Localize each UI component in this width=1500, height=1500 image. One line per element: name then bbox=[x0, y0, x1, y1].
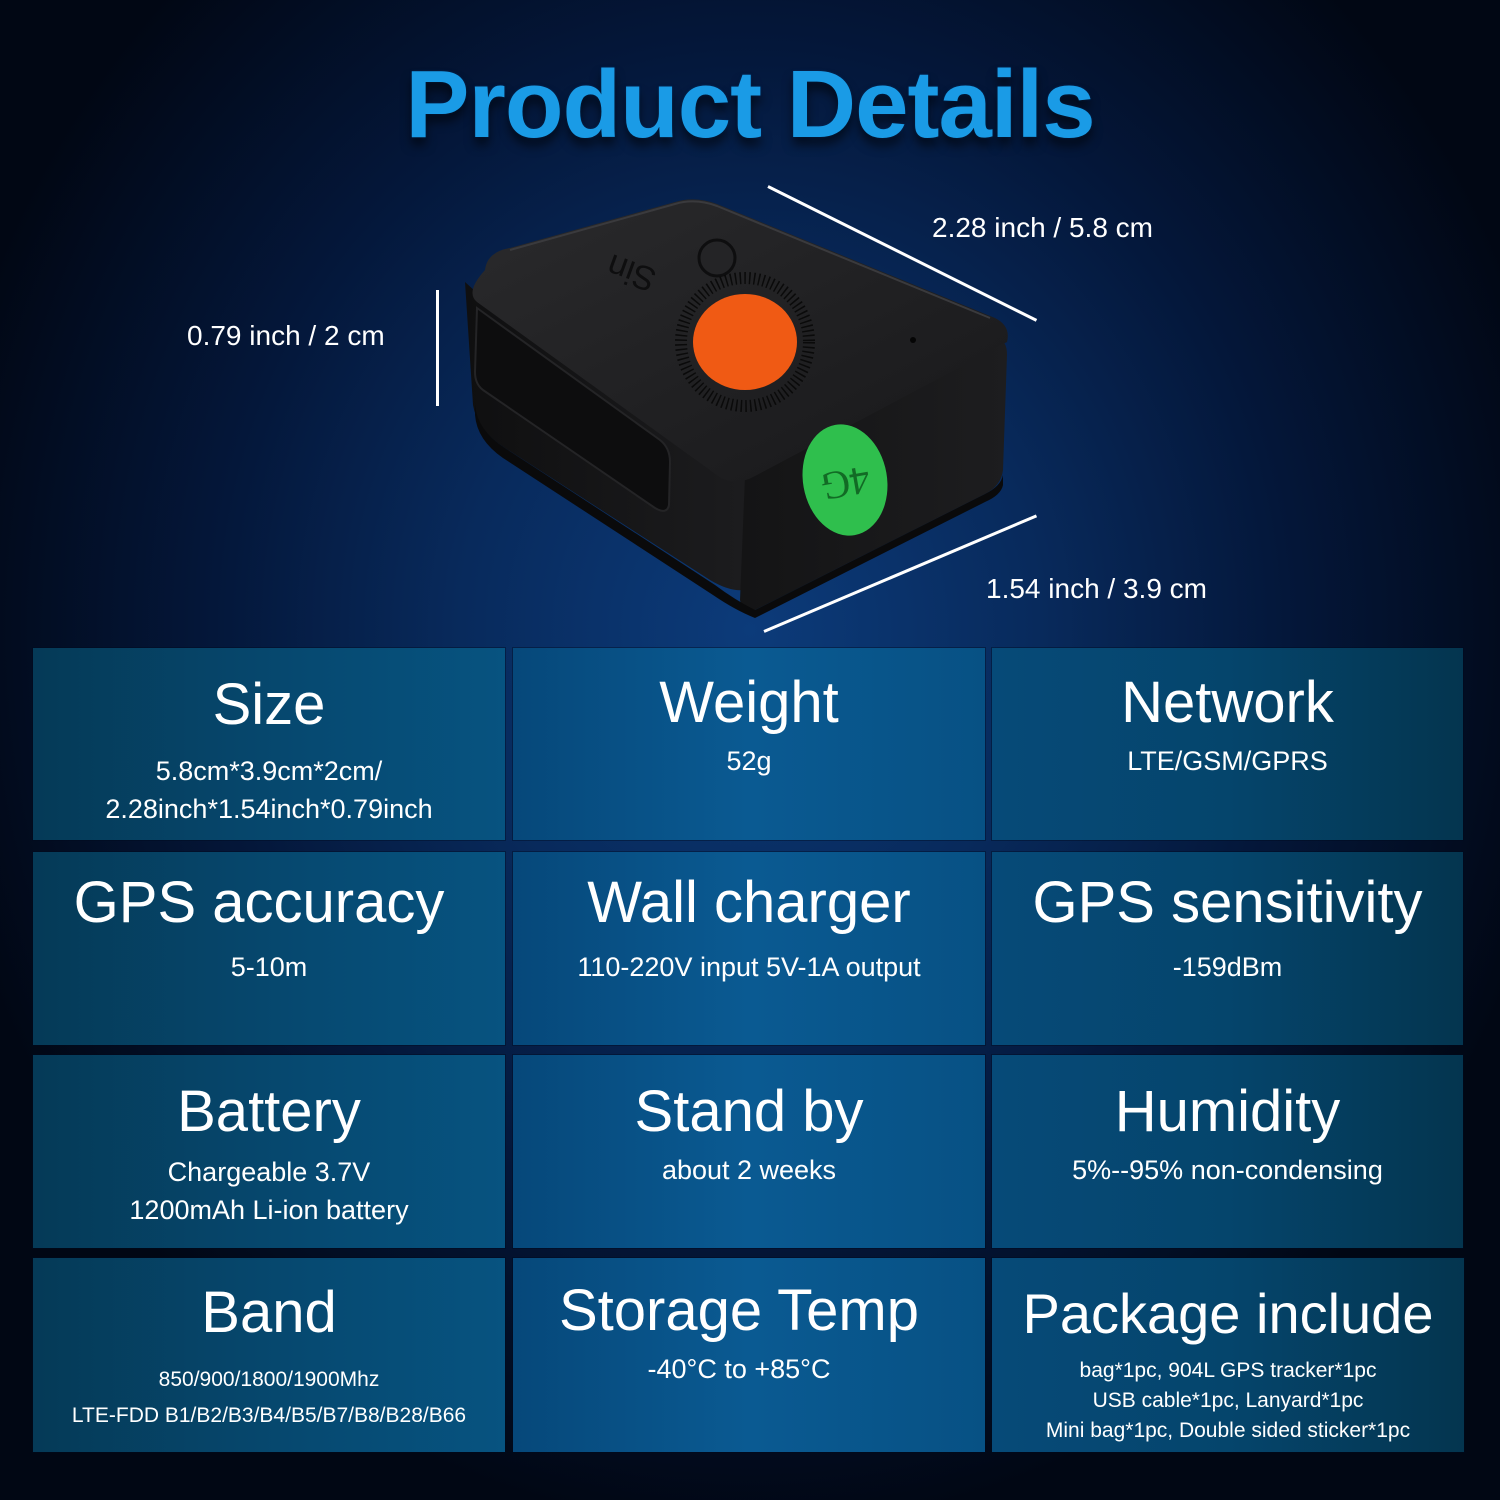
spec-value: 850/900/1800/1900Mhz bbox=[158, 1368, 380, 1391]
spec-value: 5-10m bbox=[230, 952, 308, 982]
spec-card-storage-temp: Storage Temp -40°C to +85°C bbox=[513, 1258, 985, 1452]
gps-tracker-image: Sin 4G bbox=[455, 190, 1035, 640]
page-title: Product Details bbox=[405, 51, 1095, 158]
spec-value: -159dBm bbox=[1172, 952, 1283, 982]
spec-value: Mini bag*1pc, Double sided sticker*1pc bbox=[1045, 1419, 1411, 1442]
spec-title: Network bbox=[1121, 670, 1334, 735]
spec-card-gps-accuracy: GPS accuracy 5-10m bbox=[33, 852, 505, 1045]
spec-value: LTE-FDD B1/B2/B3/B4/B5/B7/B8/B28/B66 bbox=[71, 1404, 467, 1427]
height-dimension-line bbox=[436, 290, 439, 406]
spec-title: GPS sensitivity bbox=[1032, 870, 1423, 935]
spec-value: 5.8cm*3.9cm*2cm/ bbox=[155, 756, 383, 786]
spec-title: Weight bbox=[659, 670, 839, 735]
spec-value: about 2 weeks bbox=[661, 1155, 837, 1185]
spec-card-stand-by: Stand by about 2 weeks bbox=[513, 1055, 985, 1248]
spec-title: Battery bbox=[177, 1079, 361, 1144]
spec-value: Chargeable 3.7V bbox=[167, 1157, 371, 1187]
spec-title: Band bbox=[201, 1280, 337, 1345]
spec-value: -40°C to +85°C bbox=[647, 1354, 831, 1384]
spec-card-gps-sensitivity: GPS sensitivity -159dBm bbox=[992, 852, 1463, 1045]
spec-title: Humidity bbox=[1114, 1079, 1341, 1144]
4g-badge bbox=[802, 424, 888, 536]
spec-card-band: Band 850/900/1800/1900Mhz LTE-FDD B1/B2/… bbox=[33, 1258, 505, 1452]
spec-card-size: Size 5.8cm*3.9cm*2cm/ 2.28inch*1.54inch*… bbox=[33, 648, 505, 840]
spec-title: Package include bbox=[1022, 1282, 1434, 1345]
spec-value: 5%--95% non-condensing bbox=[1072, 1155, 1383, 1185]
spec-card-battery: Battery Chargeable 3.7V 1200mAh Li-ion b… bbox=[33, 1055, 505, 1248]
spec-card-package-include: Package include bag*1pc, 904L GPS tracke… bbox=[992, 1258, 1464, 1452]
spec-title: Stand by bbox=[634, 1079, 864, 1144]
svg-text:4G: 4G bbox=[818, 457, 874, 510]
spec-value: 110-220V input 5V-1A output bbox=[577, 952, 921, 982]
spec-title: Storage Temp bbox=[558, 1278, 920, 1343]
spec-title: Size bbox=[212, 672, 326, 737]
height-dimension-label: 0.79 inch / 2 cm bbox=[187, 320, 385, 351]
spec-value: LTE/GSM/GPRS bbox=[1127, 746, 1328, 776]
spec-value: USB cable*1pc, Lanyard*1pc bbox=[1092, 1389, 1364, 1412]
spec-value: bag*1pc, 904L GPS tracker*1pc bbox=[1079, 1359, 1377, 1382]
length-dimension-label: 2.28 inch / 5.8 cm bbox=[932, 212, 1154, 243]
spec-card-humidity: Humidity 5%--95% non-condensing bbox=[992, 1055, 1463, 1248]
spec-title: Wall charger bbox=[587, 870, 911, 935]
spec-value: 2.28inch*1.54inch*0.79inch bbox=[105, 794, 433, 824]
width-dimension-label: 1.54 inch / 3.9 cm bbox=[986, 573, 1208, 604]
spec-value: 52g bbox=[726, 746, 772, 776]
spec-value: 1200mAh Li-ion battery bbox=[129, 1195, 409, 1225]
spec-card-wall-charger: Wall charger 110-220V input 5V-1A output bbox=[513, 852, 985, 1045]
sos-button bbox=[693, 294, 797, 390]
spec-title: GPS accuracy bbox=[73, 870, 445, 935]
spec-card-network: Network LTE/GSM/GPRS bbox=[992, 648, 1463, 840]
spec-card-weight: Weight 52g bbox=[513, 648, 985, 840]
